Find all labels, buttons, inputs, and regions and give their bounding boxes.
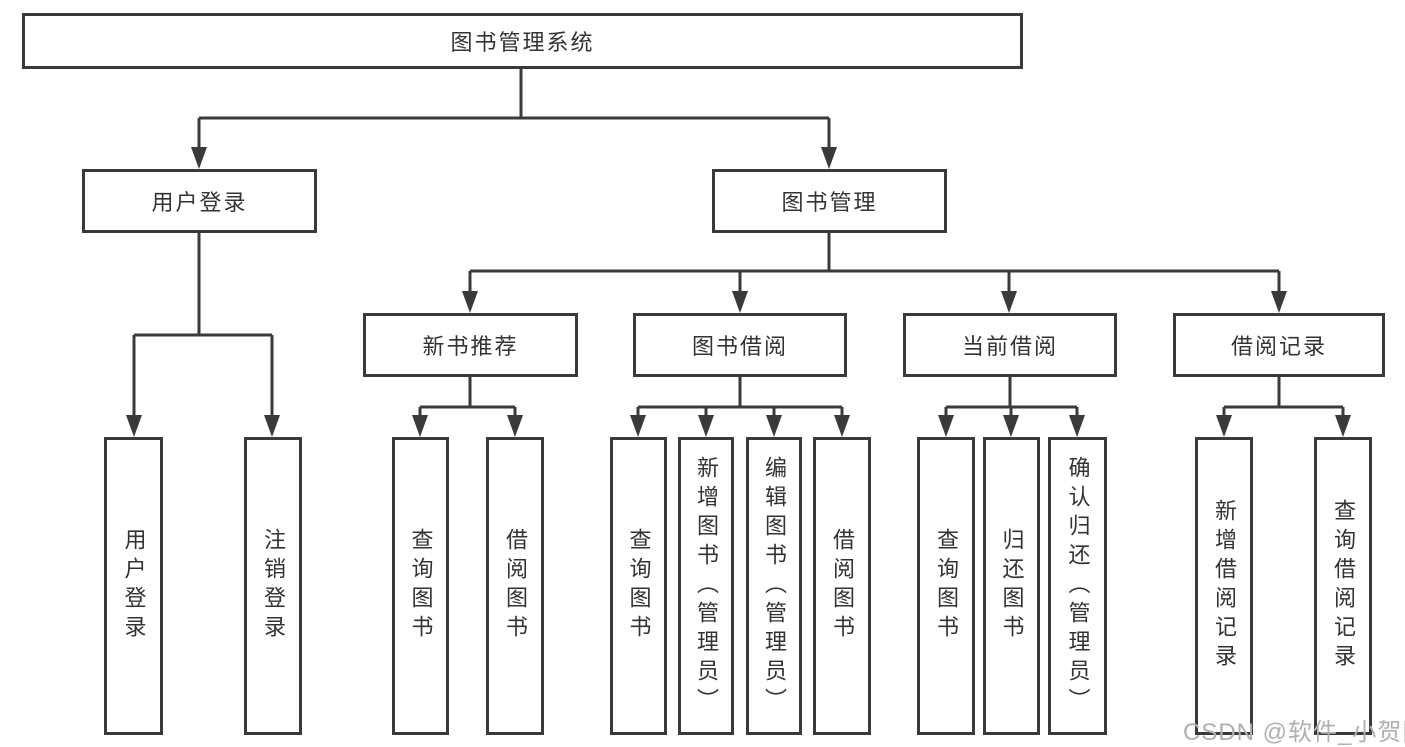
edge-userlogin-to-leaves: [132, 233, 274, 418]
leaf-add-borrow-record: 新增借阅记录: [1195, 437, 1253, 735]
leaf-edit-books-admin: 编辑图书（管理员）: [746, 437, 802, 735]
arrow-icon: [462, 291, 478, 313]
node-current-borrow: 当前借阅: [903, 313, 1117, 377]
arrow-icon: [834, 415, 850, 437]
node-new-book-recommend: 新书推荐: [363, 313, 578, 377]
arrowheads: [126, 147, 1351, 437]
edge-borrow-to-leaves: [636, 377, 844, 418]
edge-records-to-leaves: [1222, 377, 1345, 418]
arrow-icon: [1216, 415, 1232, 437]
leaf-add-books-admin: 新增图书（管理员）: [678, 437, 734, 735]
node-borrow-records: 借阅记录: [1173, 313, 1385, 377]
arrow-icon: [1271, 291, 1287, 313]
arrow-icon: [698, 415, 714, 437]
arrow-icon: [1335, 415, 1351, 437]
leaf-query-books-borrow: 查询图书: [610, 437, 667, 735]
arrow-icon: [766, 415, 782, 437]
arrow-icon: [1001, 291, 1017, 313]
leaf-borrow-books-recommend: 借阅图书: [486, 437, 544, 735]
arrow-icon: [1069, 415, 1085, 437]
leaf-query-books-current: 查询图书: [917, 437, 975, 735]
leaf-query-borrow-record: 查询借阅记录: [1314, 437, 1372, 735]
node-root-library-system: 图书管理系统: [22, 13, 1023, 69]
leaf-return-books: 归还图书: [983, 437, 1040, 735]
leaf-query-books-recommend: 查询图书: [392, 437, 449, 735]
node-book-borrow: 图书借阅: [633, 313, 847, 377]
arrow-icon: [191, 147, 207, 169]
leaf-user-login: 用户登录: [104, 437, 163, 735]
arrow-icon: [264, 415, 280, 437]
node-user-login: 用户登录: [82, 169, 317, 233]
leaf-borrow-books-borrow: 借阅图书: [813, 437, 871, 735]
edge-current-to-leaves: [944, 377, 1079, 418]
arrow-icon: [938, 415, 954, 437]
arrow-icon: [507, 415, 523, 437]
edge-bookmgmt-to-level2: [468, 233, 1281, 294]
csdn-watermark: CSDN @软件_小贺同学: [1183, 719, 1405, 746]
arrow-icon: [1003, 415, 1019, 437]
leaf-logout: 注销登录: [244, 437, 302, 735]
leaf-confirm-return-admin: 确认归还（管理员）: [1048, 437, 1107, 735]
arrow-icon: [412, 415, 428, 437]
edge-recommend-to-leaves: [418, 377, 517, 418]
arrow-icon: [821, 147, 837, 169]
arrow-icon: [126, 415, 142, 437]
edge-root-to-level1: [197, 69, 831, 150]
arrow-icon: [732, 291, 748, 313]
node-book-management: 图书管理: [712, 169, 947, 233]
arrow-icon: [630, 415, 646, 437]
